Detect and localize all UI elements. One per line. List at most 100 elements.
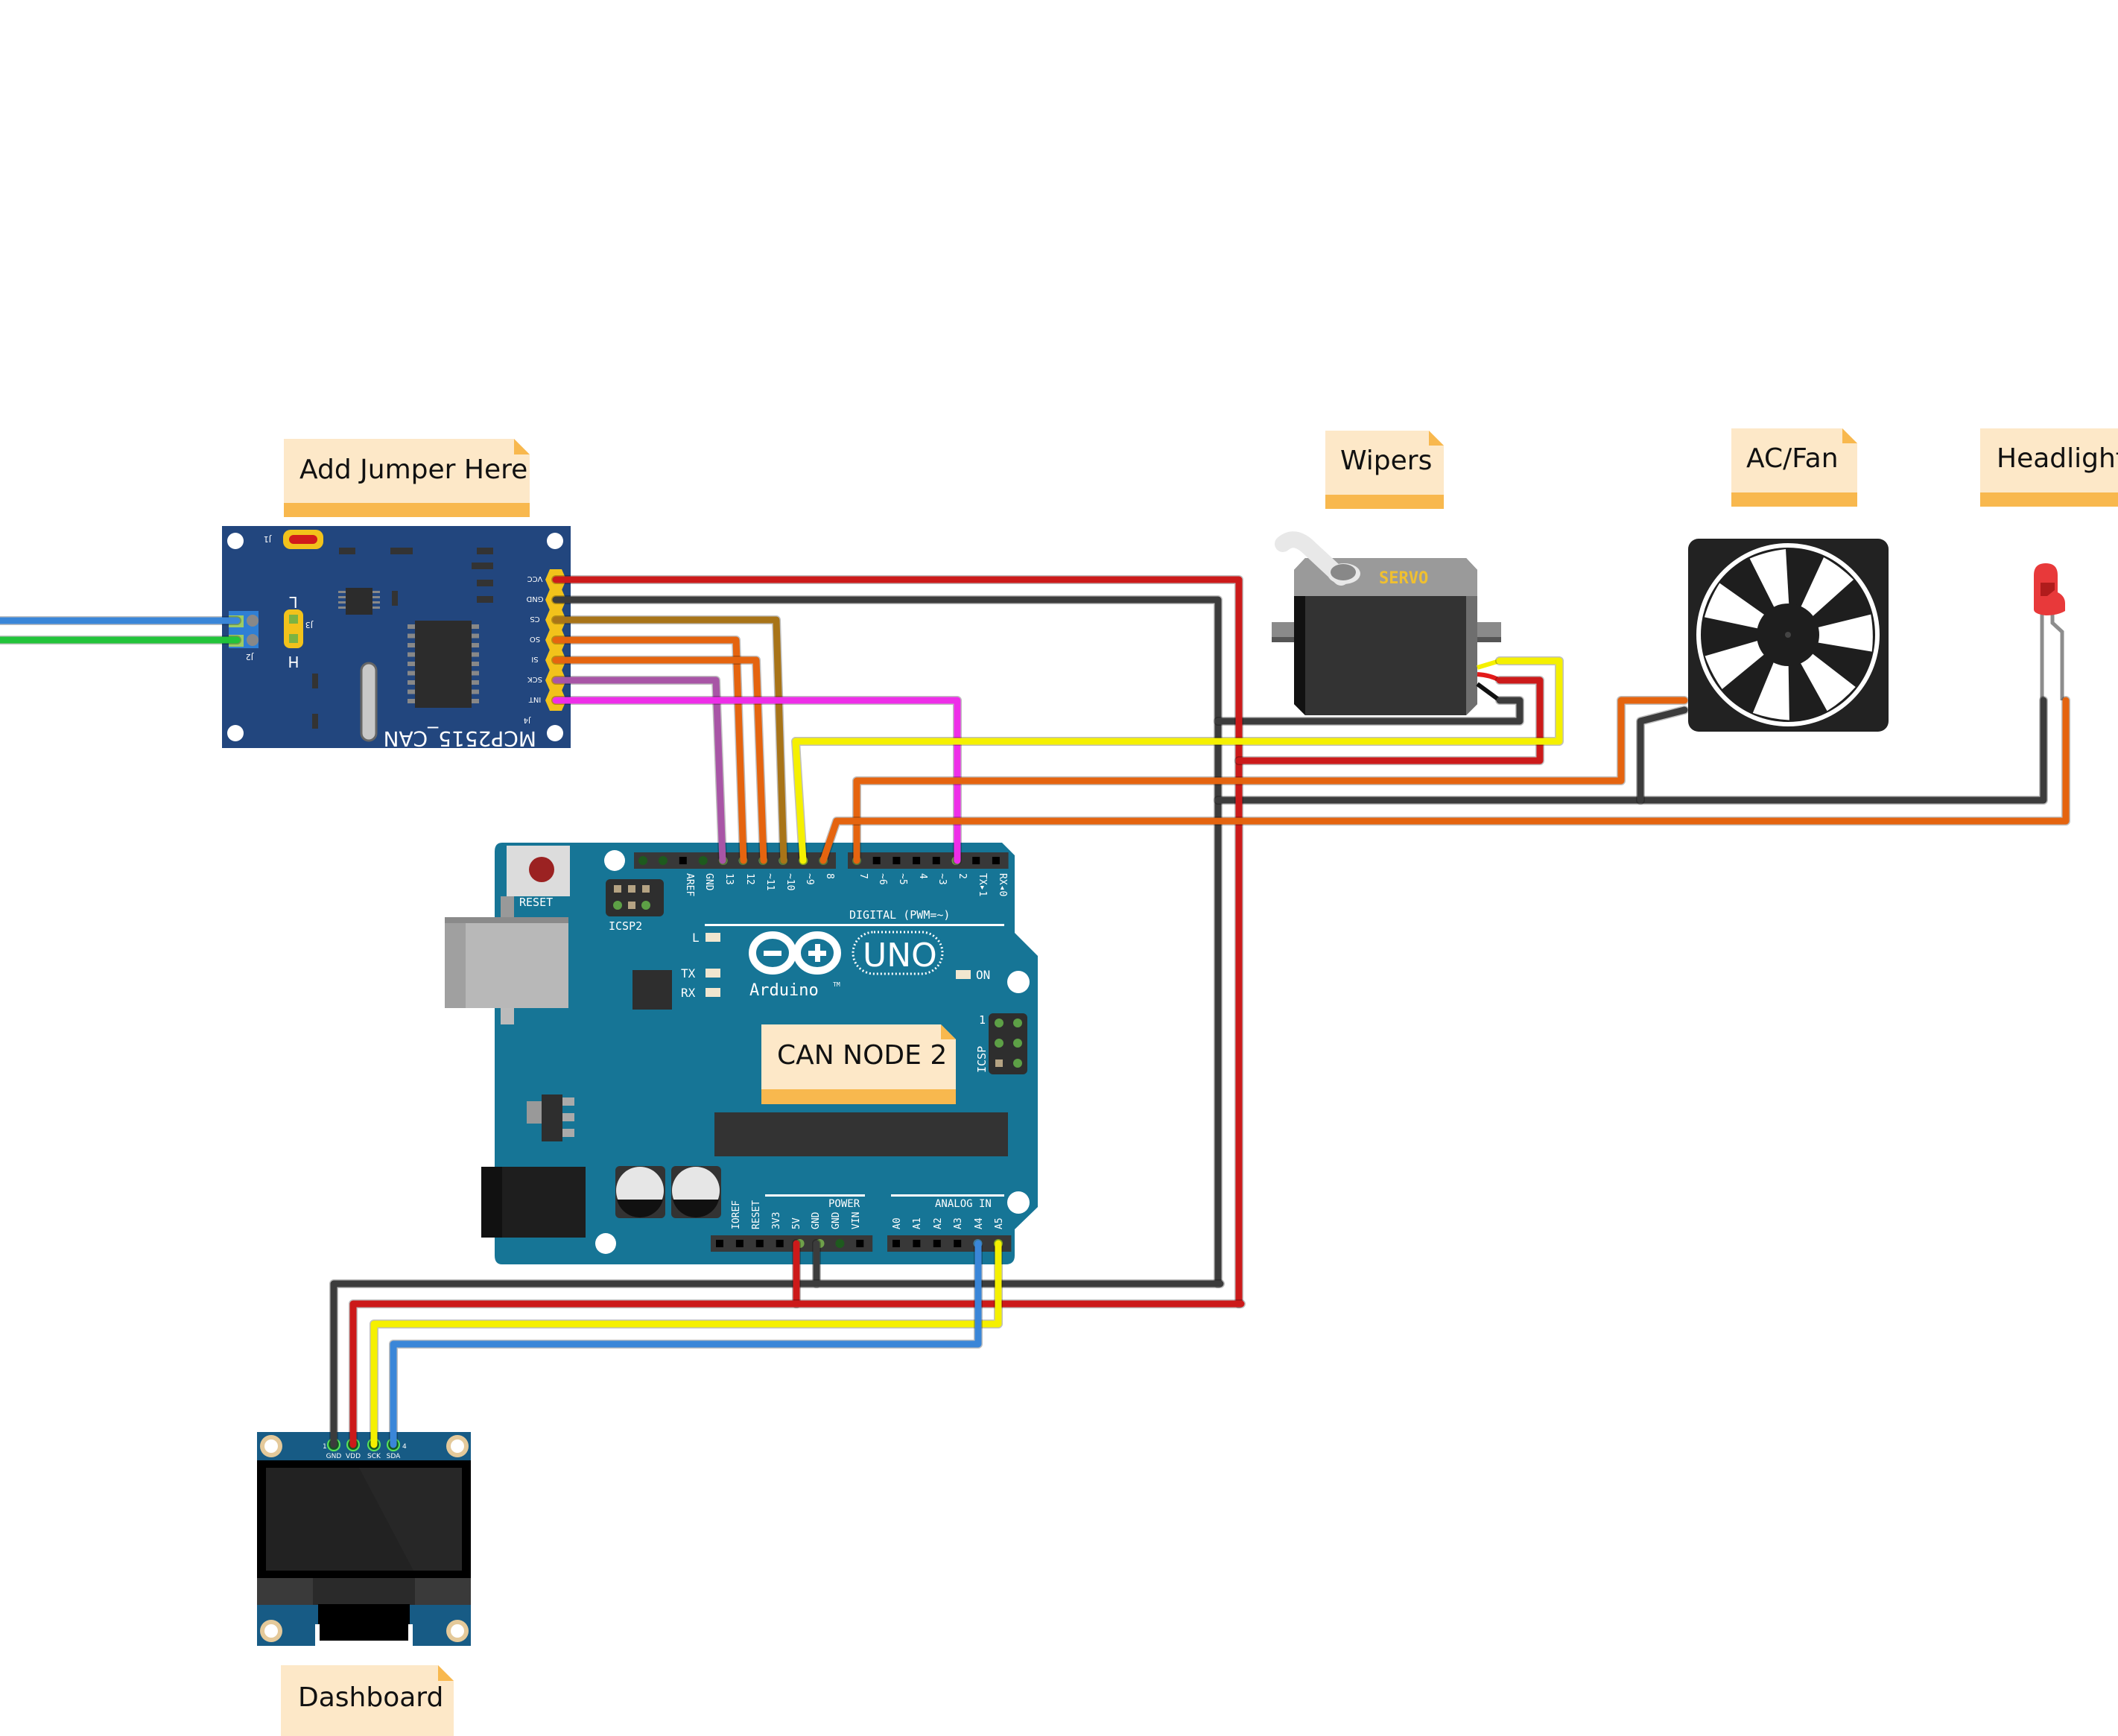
note-ac-fan[interactable]: AC/Fan (1731, 428, 1857, 507)
power-pin-label: GND (811, 1211, 822, 1229)
oled-pin-label: VDD (346, 1453, 361, 1460)
header-pin[interactable] (755, 1240, 764, 1247)
voltage-regulator (527, 1094, 574, 1141)
wire-fan-signal[interactable] (853, 697, 1688, 864)
reset-label: RESET (519, 896, 553, 909)
digital-pin-label: ~11 (764, 873, 776, 890)
note-wipers-text: Wipers (1340, 446, 1432, 476)
note-headlight[interactable]: Headlight (1980, 428, 2118, 507)
label-j2: J2 (246, 652, 254, 662)
trademark: TM (833, 981, 840, 988)
header-pin[interactable] (992, 857, 1000, 864)
headlight-led[interactable] (2034, 563, 2065, 700)
header-pin[interactable] (913, 1240, 921, 1247)
header-pin[interactable] (913, 857, 921, 864)
jumper-j1[interactable] (283, 530, 323, 549)
mcp-pin-label: SO (530, 635, 540, 643)
oled-pin-label: GND (326, 1453, 342, 1460)
wires (0, 575, 2070, 1449)
header-pin[interactable] (933, 1240, 941, 1247)
mcp-pin-label: GND (526, 595, 543, 603)
mcp-pin-label: CS (530, 615, 539, 623)
digital-pin-label: ~9 (804, 873, 815, 885)
servo-motor[interactable]: SERVO (1272, 531, 1501, 715)
label-can-high: H (288, 653, 299, 671)
arduino-logo (749, 931, 944, 975)
wire-so[interactable] (552, 636, 747, 864)
wire-gnd-servo[interactable] (1214, 697, 1523, 725)
header-pin[interactable] (872, 857, 881, 864)
analog-pin-label: A5 (994, 1217, 1005, 1229)
note-wipers[interactable]: Wipers (1325, 431, 1444, 509)
fan[interactable] (1688, 535, 1889, 733)
header-pin[interactable] (972, 857, 980, 864)
header-pin[interactable] (679, 857, 687, 864)
analog-pin-label: A1 (912, 1217, 923, 1229)
mcp-pin-label: VCC (527, 574, 543, 583)
icsp-header (989, 1013, 1027, 1074)
arduino-text: Arduino (749, 981, 819, 1000)
wire-i2c-sck[interactable] (370, 1240, 1002, 1448)
wire-si[interactable] (552, 656, 767, 864)
header-pin[interactable] (776, 1240, 784, 1247)
header-pin[interactable] (932, 857, 940, 864)
header-pin[interactable] (835, 1239, 845, 1248)
header-pin[interactable] (892, 1240, 900, 1247)
power-pin-label: RESET (751, 1200, 762, 1229)
capacitors (615, 1166, 721, 1218)
note-ac-fan-text: AC/Fan (1746, 443, 1839, 474)
header-pin[interactable] (954, 1240, 962, 1247)
wire-vcc-mcp[interactable] (552, 576, 1243, 1308)
note-can-node[interactable]: CAN NODE 2 (761, 1024, 956, 1104)
servo-label: SERVO (1379, 569, 1428, 588)
digital-pin-label: ~5 (897, 873, 908, 885)
wire-i2c-sda[interactable] (390, 1240, 982, 1448)
header-pin[interactable] (735, 1240, 743, 1247)
header-pin[interactable] (892, 857, 901, 864)
power-pin-label: 3V3 (771, 1212, 782, 1229)
header-pin[interactable] (638, 856, 647, 865)
wire-gnd-mcp[interactable] (552, 596, 1222, 1287)
wire-vcc-oled[interactable] (349, 1300, 1245, 1448)
wire-servo-signal[interactable] (792, 657, 1563, 864)
note-headlight-text: Headlight (1997, 443, 2118, 474)
icsp2-label: ICSP2 (609, 919, 642, 933)
header-pin[interactable] (716, 1240, 723, 1247)
wire-gnd-fan[interactable] (1637, 706, 1688, 804)
status-leds (706, 933, 971, 997)
digital-pin-label: GND (703, 873, 714, 891)
icsp-label: ICSP (975, 1046, 989, 1073)
wire-cs[interactable] (552, 616, 787, 864)
note-dashboard[interactable]: Dashboard (281, 1665, 454, 1736)
led-rx-label: RX (681, 986, 696, 1000)
note-can-node-text: CAN NODE 2 (777, 1040, 947, 1071)
led-on-label: ON (976, 968, 990, 982)
reset-button[interactable] (507, 846, 570, 896)
wire-gnd-fan-led[interactable] (1214, 697, 2047, 804)
mcp2515-module[interactable]: J1 L H J3 (222, 526, 571, 751)
wire-vcc-servo[interactable] (1235, 677, 1544, 764)
note-dashboard-text: Dashboard (298, 1682, 443, 1713)
jumper-j3[interactable] (284, 609, 303, 648)
header-pin[interactable] (856, 1240, 864, 1247)
power-pin-label: GND (831, 1211, 842, 1229)
label-j1: J1 (264, 534, 272, 544)
digital-pin-label: ~6 (877, 873, 888, 885)
wire-led-signal[interactable] (819, 697, 2070, 864)
analog-pin-label: A0 (892, 1217, 903, 1229)
header-pin[interactable] (698, 856, 708, 865)
power-pin-label: VIN (851, 1212, 862, 1229)
digital-label: DIGITAL (PWM=~) (849, 908, 950, 922)
note-add-jumper[interactable]: Add Jumper Here (284, 439, 530, 517)
mcp2515-name: MCP2515_CAN (383, 726, 536, 751)
wire-gnd-oled[interactable] (330, 1280, 1224, 1448)
wire-int[interactable] (552, 697, 961, 864)
usb-port (445, 896, 568, 1024)
header-pin[interactable] (658, 856, 668, 865)
digital-header-right (848, 852, 1009, 869)
analog-pin-label: A2 (933, 1217, 944, 1229)
led-tx-label: TX (681, 966, 696, 981)
wire-sck[interactable] (552, 677, 726, 864)
